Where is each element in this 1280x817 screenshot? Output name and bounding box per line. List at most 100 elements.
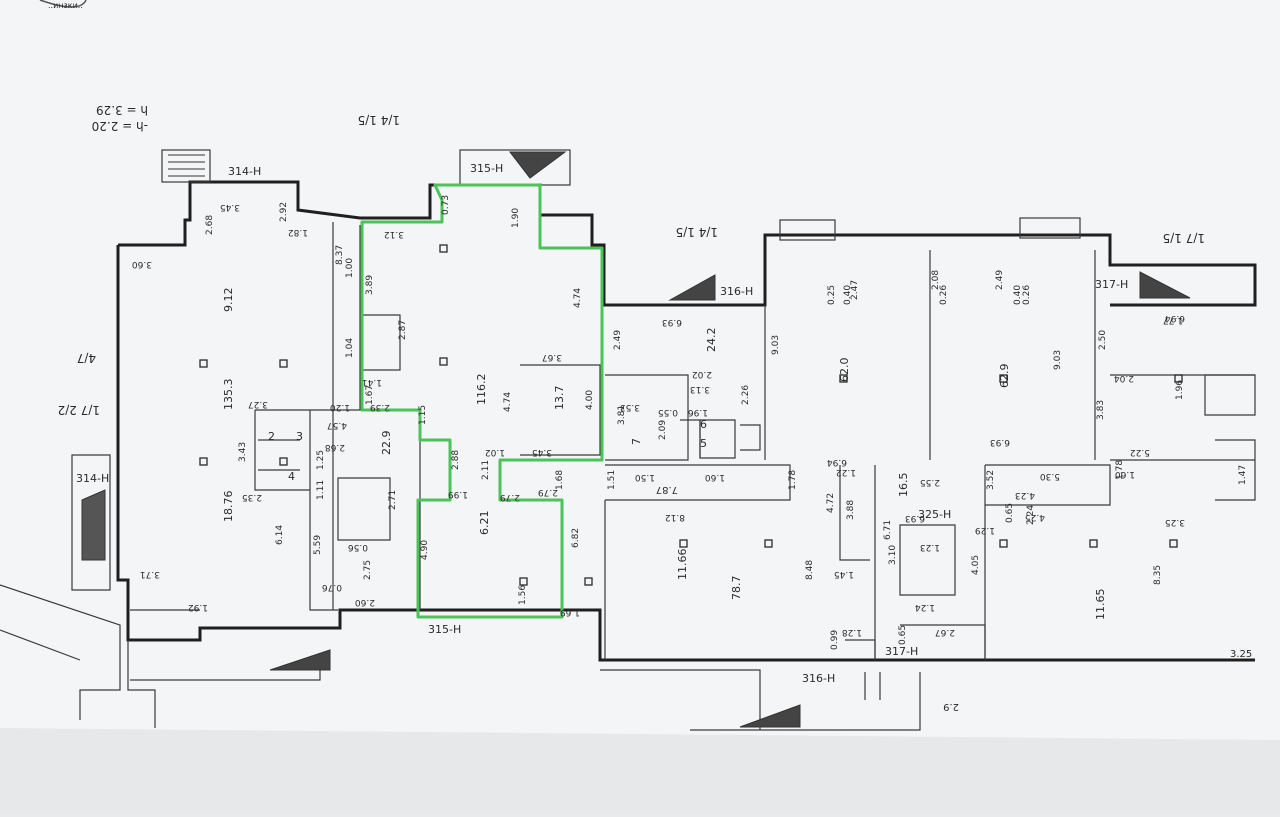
dimension-label: 6.82 — [571, 528, 581, 548]
dimension-label: 1.56 — [518, 585, 528, 605]
dimension-label: 4.74 — [503, 392, 513, 412]
dimension-label: 5.22 — [1130, 447, 1150, 457]
balcony — [1019, 217, 1081, 239]
dimension-label: 2.47 — [850, 280, 860, 300]
dimension-label: 6.93 — [990, 437, 1010, 447]
dimension-label: 2.67 — [935, 627, 955, 637]
dimension-label: 1.69 — [560, 607, 580, 617]
room-area-label: 18.76 — [222, 491, 235, 523]
room-area-label: 4 — [288, 470, 295, 483]
dimension-label: 1.02 — [485, 447, 505, 457]
stair-left — [71, 454, 111, 591]
dimension-label: 2.50 — [1098, 330, 1108, 350]
dimension-label: 0.26 — [939, 285, 949, 305]
dimension-label: 2.09 — [658, 420, 668, 440]
room-area-label: 3 — [296, 430, 303, 443]
dimension-label: 1.04 — [345, 338, 355, 358]
dimension-label: 1.41 — [362, 377, 382, 387]
room-area-label: 22.9 — [380, 431, 393, 456]
dimension-label: 4.57 — [327, 420, 347, 430]
dimension-label: 0.65 — [1005, 503, 1015, 523]
dimension-label: 0.55 — [658, 407, 678, 417]
room-area-label: 24.2 — [705, 328, 718, 353]
stamp: ..инзки.. — [39, 0, 87, 10]
dimension-label: 3.88 — [846, 500, 856, 520]
dimension-label: 1.22 — [836, 467, 856, 477]
section-mark: 1/7 1/5 — [1163, 231, 1205, 245]
dimension-label: 3.53 — [620, 402, 640, 412]
dimension-label: 0.25 — [827, 285, 837, 305]
room-area-label: 78.7 — [730, 576, 743, 601]
dimension-label: 2.68 — [325, 442, 345, 452]
dimension-label: 4.00 — [585, 390, 595, 410]
balcony — [779, 219, 836, 241]
dimension-label: 3.71 — [140, 569, 160, 579]
dimension-label: 1.78 — [788, 470, 798, 490]
header-line-2: h = 3.29 — [96, 103, 148, 117]
stair-label: 316-Н — [802, 672, 835, 685]
paper — [0, 0, 1280, 740]
section-mark: 1/7 2/2 — [58, 403, 100, 417]
room-area-label: 5 — [700, 437, 707, 450]
stair-label: 314-Н — [76, 472, 109, 485]
dimension-label: 0.26 — [1022, 285, 1032, 305]
dimension-label: 2.04 — [1114, 373, 1134, 383]
dimension-label: 2.92 — [279, 202, 289, 222]
dimension-label: 3.89 — [365, 275, 375, 295]
dimension-label: 3.83 — [1096, 400, 1106, 420]
dimension-label: 3.60 — [132, 259, 152, 269]
dimension-label: 1.77 — [1163, 315, 1183, 325]
dimension-label: 4.05 — [971, 555, 981, 575]
dimension-label: 2.79 — [500, 492, 520, 502]
dimension-label: 4.90 — [420, 540, 430, 560]
room-area-label: 116.2 — [475, 374, 488, 406]
dimension-label: 2.11 — [481, 460, 491, 480]
dimension-label: 0.56 — [348, 542, 368, 552]
dimension-label: 5.30 — [1040, 471, 1060, 481]
dimension-label: 1.51 — [607, 470, 617, 490]
dimension-label: 2.49 — [995, 270, 1005, 290]
stair-hatching — [81, 151, 1191, 728]
dimension-label: 2.88 — [451, 450, 461, 470]
room-area-label: 135.3 — [222, 379, 235, 411]
dimension-label: 0.65 — [898, 625, 908, 645]
dimension-label: 1.47 — [1238, 465, 1248, 485]
dimension-label: 0.40 — [1013, 285, 1023, 305]
section-marks: 1/4 1/5 1/4 1/5 1/7 1/5 4/7 1/7 2/2 — [58, 113, 1205, 417]
dimension-label: 1.67 — [365, 385, 375, 405]
dimension-label: 1.60 — [705, 472, 725, 482]
dimension-label: 0.40 — [843, 285, 853, 305]
dimension-label: 1.23 — [920, 542, 940, 552]
highlighted-unit-outline — [360, 183, 604, 619]
stair-top-left — [161, 149, 211, 183]
dimension-label: 9.03 — [1053, 350, 1063, 370]
dimension-label: 1.00 — [345, 258, 355, 278]
dimension-label: 0.73 — [441, 195, 451, 215]
dimension-label: 4.25 — [1025, 512, 1045, 522]
dimension-label: 3.27 — [248, 399, 268, 409]
dimension-label: 3.43 — [238, 442, 248, 462]
room-area-label: 62.9 — [998, 364, 1011, 389]
dimension-label: 4.72 — [826, 493, 836, 513]
dimension-label: 1.96 — [688, 407, 708, 417]
dimension-label: 0.76 — [322, 582, 342, 592]
dimension-label: 1.60 — [1115, 469, 1135, 479]
section-mark: 1/4 1/5 — [676, 225, 718, 239]
room-area-label: 62.0 — [838, 358, 851, 383]
stair-label: 314-Н — [228, 165, 261, 178]
dimension-label: 2.49 — [613, 330, 623, 350]
stamp-text: ..инзки.. — [48, 1, 83, 10]
dimension-label: 6.93 — [905, 513, 925, 523]
stair-labels: 314-Н 315-Н 316-Н 317-Н 314-Н 315-Н 325-… — [76, 162, 1128, 685]
columns — [199, 244, 1183, 586]
dimension-label: 1.11 — [316, 480, 326, 500]
dimension-label: 1.78 — [1115, 460, 1125, 480]
dimension-label: 2.24 — [1026, 505, 1036, 525]
dimension-label: 1.68 — [555, 470, 565, 490]
dimension-label: 1.20 — [330, 402, 350, 412]
dimension-label: 3.13 — [690, 384, 710, 394]
dimension-label: 1.28 — [842, 627, 862, 637]
dimension-label: 3.25 — [1165, 517, 1185, 527]
